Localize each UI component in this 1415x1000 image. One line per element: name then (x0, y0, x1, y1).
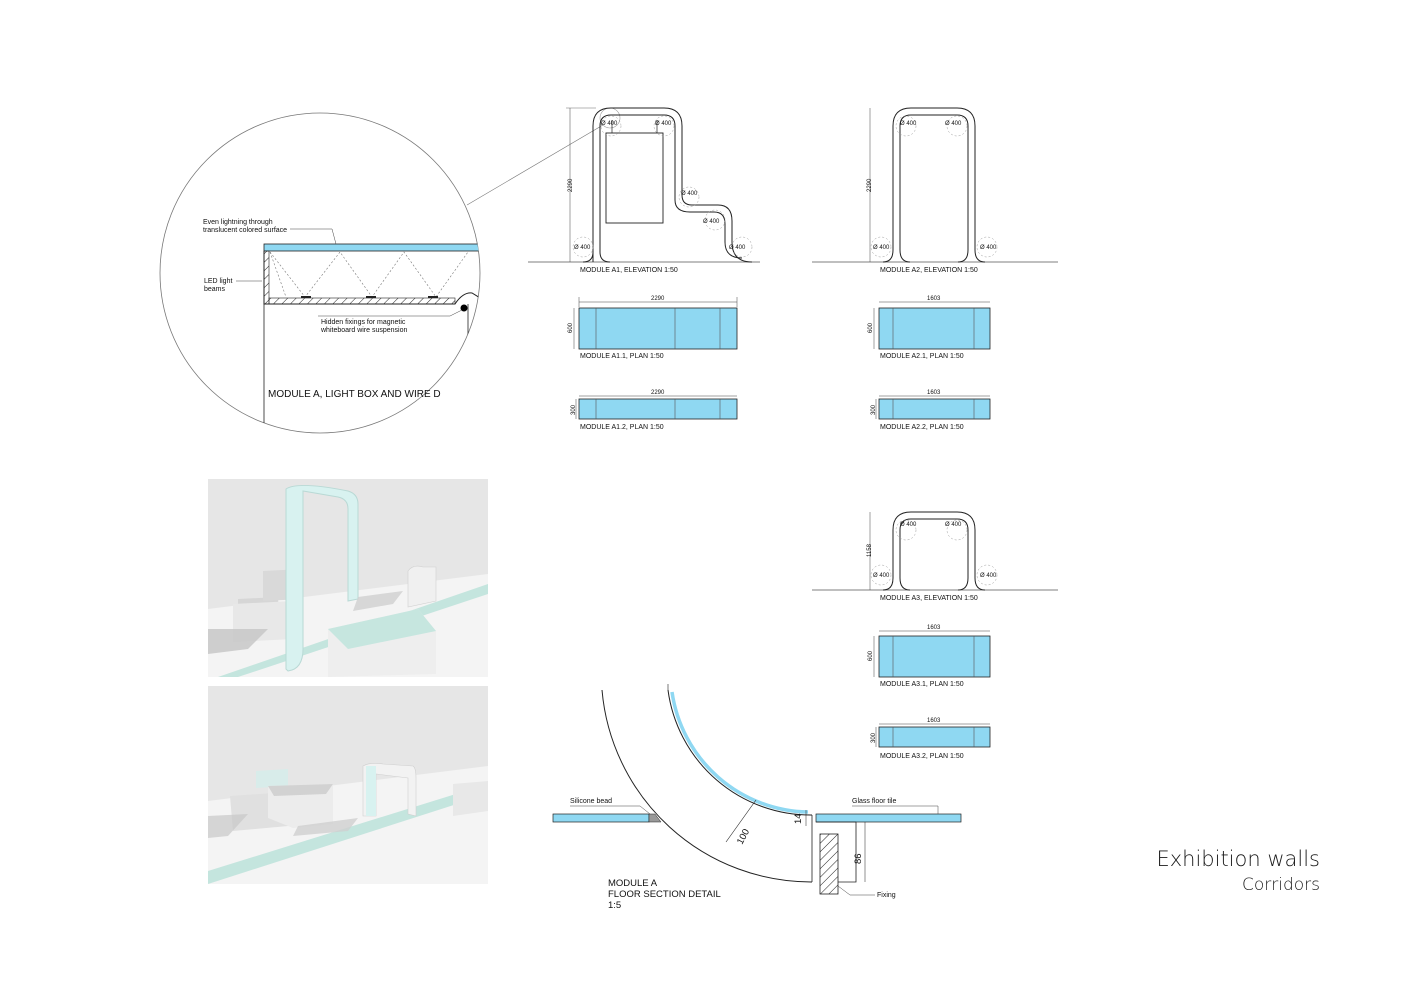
floor-tile-left (552, 813, 650, 823)
module-a3-1-plan: 1603 600 MODULE A3.1, PLAN 1:50 (868, 625, 991, 688)
dim-depth: 86 (853, 853, 864, 864)
section-caption-line1: MODULE A (608, 878, 658, 889)
a1-1-depth-dim: 600 (568, 322, 574, 333)
module-a1-elevation: 2290 Ø 400 Ø 400 Ø 400 Ø 400 Ø 400 Ø 400… (528, 107, 760, 274)
module-a3-elevation: 1158 Ø 400 Ø 400 Ø 400 Ø 400 MODULE A3, … (812, 511, 1058, 602)
a1-2-plan-caption: MODULE A1.2, PLAN 1:50 (580, 424, 664, 431)
a1-2-depth-dim: 300 (571, 404, 577, 415)
a3-1-width-dim: 1603 (927, 625, 941, 631)
detail-leader (466, 124, 604, 206)
floor-section-light-strip (670, 691, 809, 814)
a2-1-depth-dim: 600 (868, 322, 874, 333)
a2-1-plan-caption: MODULE A2.1, PLAN 1:50 (880, 353, 964, 360)
a1-elevation-caption: MODULE A1, ELEVATION 1:50 (580, 267, 678, 274)
module-a2-2-plan: 1603 300 MODULE A2.2, PLAN 1:50 (871, 390, 991, 431)
a3-radius-4: Ø 400 (980, 573, 997, 579)
module-a1-2-plan: 2290 300 MODULE A1.2, PLAN 1:50 (571, 390, 738, 431)
a2-height-dim: 2290 (867, 178, 873, 192)
light-box-housing (263, 251, 480, 305)
a3-height-dim: 1158 (867, 543, 873, 557)
glass-floor-tile (815, 813, 962, 823)
a3-radius-2: Ø 400 (945, 522, 962, 528)
a2-1-width-dim: 1603 (927, 296, 941, 302)
a1-1-width-dim: 2290 (651, 296, 665, 302)
a1-radius-1: Ø 400 (601, 121, 618, 127)
a2-radius-1: Ø 400 (900, 121, 917, 127)
note-fixings-line1: Hidden fixings for magnetic (321, 319, 406, 326)
a3-radius-3: Ø 400 (873, 573, 890, 579)
led-light-beams (269, 251, 469, 298)
detail-caption: MODULE A, LIGHT BOX AND WIRE D (268, 389, 441, 400)
section-caption-line3: 1:5 (608, 900, 621, 911)
light-box-detail: Even lightning through translucent color… (159, 107, 621, 434)
sheet-title: Exhibition walls (1156, 847, 1320, 871)
a2-elevation-caption: MODULE A2, ELEVATION 1:50 (880, 267, 978, 274)
a2-radius-2: Ø 400 (945, 121, 962, 127)
note-fixings-line2: whiteboard wire suspension (320, 327, 407, 334)
glass-tile-label: Glass floor tile (852, 798, 896, 805)
translucent-panel (263, 243, 480, 252)
a1-radius-6: Ø 400 (729, 245, 746, 251)
module-a2-1-plan: 1603 600 MODULE A2.1, PLAN 1:50 (868, 296, 991, 360)
a2-2-depth-dim: 300 (871, 404, 877, 415)
sheet-title-block: Exhibition walls Corridors (1156, 846, 1320, 897)
hidden-fixing-dot (460, 304, 468, 312)
a2-radius-4: Ø 400 (980, 245, 997, 251)
note-light-line1: Even lightning through (203, 219, 273, 226)
dim-gap: 14 (793, 813, 804, 824)
a1-radius-3: Ø 400 (681, 191, 698, 197)
a1-1-plan-caption: MODULE A1.1, PLAN 1:50 (580, 353, 664, 360)
a1-radius-2: Ø 400 (655, 121, 672, 127)
a1-radius-5: Ø 400 (574, 245, 591, 251)
a3-2-width-dim: 1603 (927, 718, 941, 724)
module-a1-1-plan: 2290 600 MODULE A1.1, PLAN 1:50 (568, 296, 738, 360)
silicone-label: Silicone bead (570, 798, 612, 805)
fixing-block (819, 833, 839, 895)
a1-2-width-dim: 2290 (651, 390, 665, 396)
a3-2-depth-dim: 300 (871, 732, 877, 743)
a2-2-width-dim: 1603 (927, 390, 941, 396)
render-view-1 (208, 479, 488, 677)
module-a3-2-plan: 1603 300 MODULE A3.2, PLAN 1:50 (871, 718, 991, 760)
a3-radius-1: Ø 400 (900, 522, 917, 528)
note-light-line2: translucent colored surface (203, 227, 287, 234)
floor-section-detail: 100 Silicone bead Glass floor tile 14 86… (552, 684, 962, 911)
silicone-bead (648, 813, 662, 823)
module-a2-elevation: 2290 Ø 400 Ø 400 Ø 400 Ø 400 MODULE A2, … (812, 107, 1058, 274)
section-caption-line2: FLOOR SECTION DETAIL (608, 889, 721, 900)
a3-1-plan-caption: MODULE A3.1, PLAN 1:50 (880, 681, 964, 688)
note-led-line2: beams (204, 286, 226, 293)
sheet-subtitle: Corridors (1241, 875, 1320, 895)
a2-radius-3: Ø 400 (873, 245, 890, 251)
fixing-label: Fixing (877, 892, 896, 899)
dim-thickness: 100 (735, 827, 752, 846)
a1-radius-4: Ø 400 (703, 219, 720, 225)
a3-1-depth-dim: 600 (868, 650, 874, 661)
render-view-2 (208, 686, 488, 884)
a3-2-plan-caption: MODULE A3.2, PLAN 1:50 (880, 753, 964, 760)
module-a1-lightbox (605, 132, 664, 224)
note-led-line1: LED light (204, 278, 232, 285)
a3-elevation-caption: MODULE A3, ELEVATION 1:50 (880, 595, 978, 602)
a2-2-plan-caption: MODULE A2.2, PLAN 1:50 (880, 424, 964, 431)
a1-height-dim: 2290 (568, 178, 574, 192)
